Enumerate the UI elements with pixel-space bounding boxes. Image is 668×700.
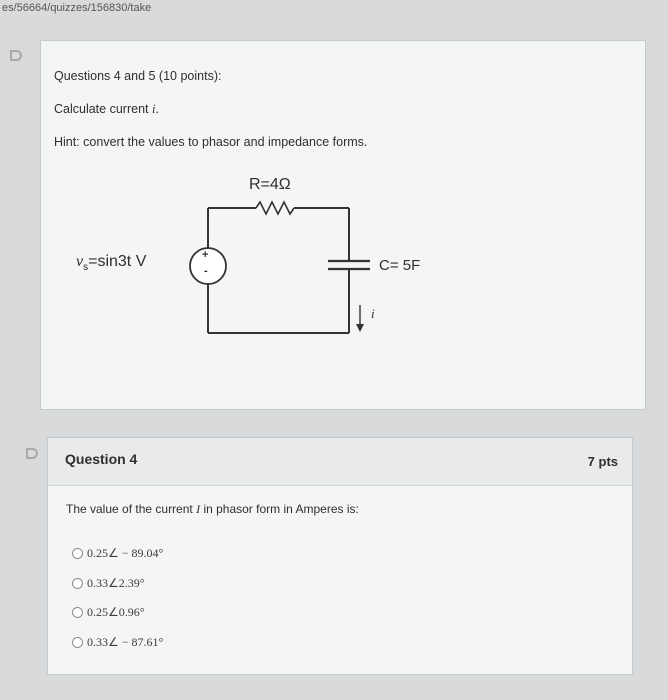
- question-intro-card: Questions 4 and 5 (10 points): Calculate…: [40, 40, 646, 410]
- question-points: 7 pts: [587, 454, 618, 469]
- instruction-text: Calculate current: [54, 102, 149, 116]
- resistor-symbol: [255, 200, 295, 216]
- voltage-source-symbol: [189, 247, 227, 285]
- question-prompt: The value of the current I in phasor for…: [66, 502, 359, 516]
- flag-icon[interactable]: [10, 50, 22, 61]
- instruction-variable: i: [151, 102, 156, 116]
- question-title: Question 4: [65, 451, 138, 467]
- source-minus: -: [204, 265, 208, 277]
- url-bar-text: es/56664/quizzes/156830/take: [2, 2, 152, 14]
- source-plus: +: [202, 249, 209, 261]
- radio-button[interactable]: [72, 607, 83, 618]
- flag-icon[interactable]: [26, 448, 38, 459]
- intro-hint: Hint: convert the values to phasor and i…: [54, 135, 368, 149]
- circuit-diagram: [189, 200, 370, 334]
- current-arrow-head: [356, 324, 364, 332]
- answer-option-4[interactable]: 0.33∠ − 87.61°: [72, 635, 163, 650]
- answer-option-2[interactable]: 0.33∠2.39°: [72, 576, 145, 591]
- intro-heading: Questions 4 and 5 (10 points):: [54, 69, 222, 83]
- question-card: Question 4 7 pts The value of the curren…: [47, 437, 633, 675]
- question-header: Question 4 7 pts: [48, 438, 632, 486]
- answer-option-1[interactable]: 0.25∠ − 89.04°: [72, 546, 163, 561]
- radio-button[interactable]: [72, 578, 83, 589]
- radio-button[interactable]: [72, 637, 83, 648]
- intro-instruction: Calculate current i.: [54, 102, 159, 116]
- radio-button[interactable]: [72, 548, 83, 559]
- source-label: vs=sin3t V: [76, 253, 147, 274]
- answer-option-3[interactable]: 0.25∠0.96°: [72, 605, 145, 620]
- capacitor-label: C= 5F: [379, 257, 421, 274]
- resistor-label: R=4Ω: [249, 176, 291, 193]
- current-label: i: [371, 306, 375, 321]
